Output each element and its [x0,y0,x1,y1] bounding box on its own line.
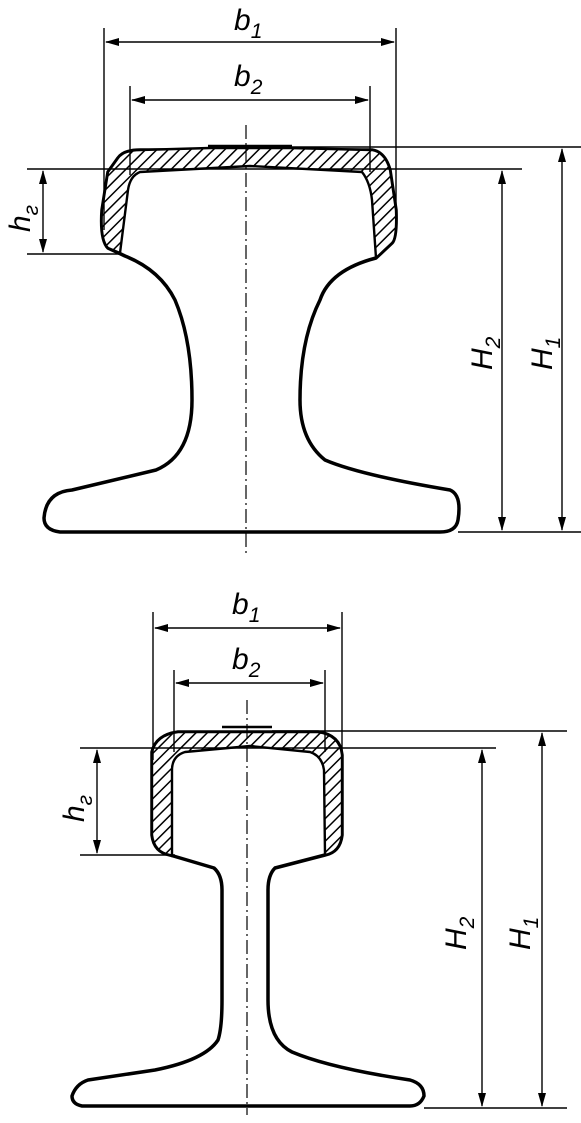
rail-profile-bottom: b1 b2 hг H2 H1 [58,588,567,1115]
label-h1-top: H1 [526,337,565,370]
label-h2-top: H2 [466,336,505,370]
label-b2-bottom: b2 [232,643,261,682]
label-b1-top: b1 [234,4,262,43]
worn-head-hatch-top [100,146,398,260]
label-b1-bottom: b1 [232,588,260,627]
label-b2-top: b2 [234,60,263,99]
rail-profile-top: b1 b2 hг H2 H1 [4,4,581,555]
rail-outline-bottom [70,730,426,1108]
label-hr-bottom: hг [58,795,97,822]
label-h2-bottom: H2 [440,916,479,950]
label-h1-bottom: H1 [504,917,543,950]
label-hr-top: hг [4,205,43,232]
